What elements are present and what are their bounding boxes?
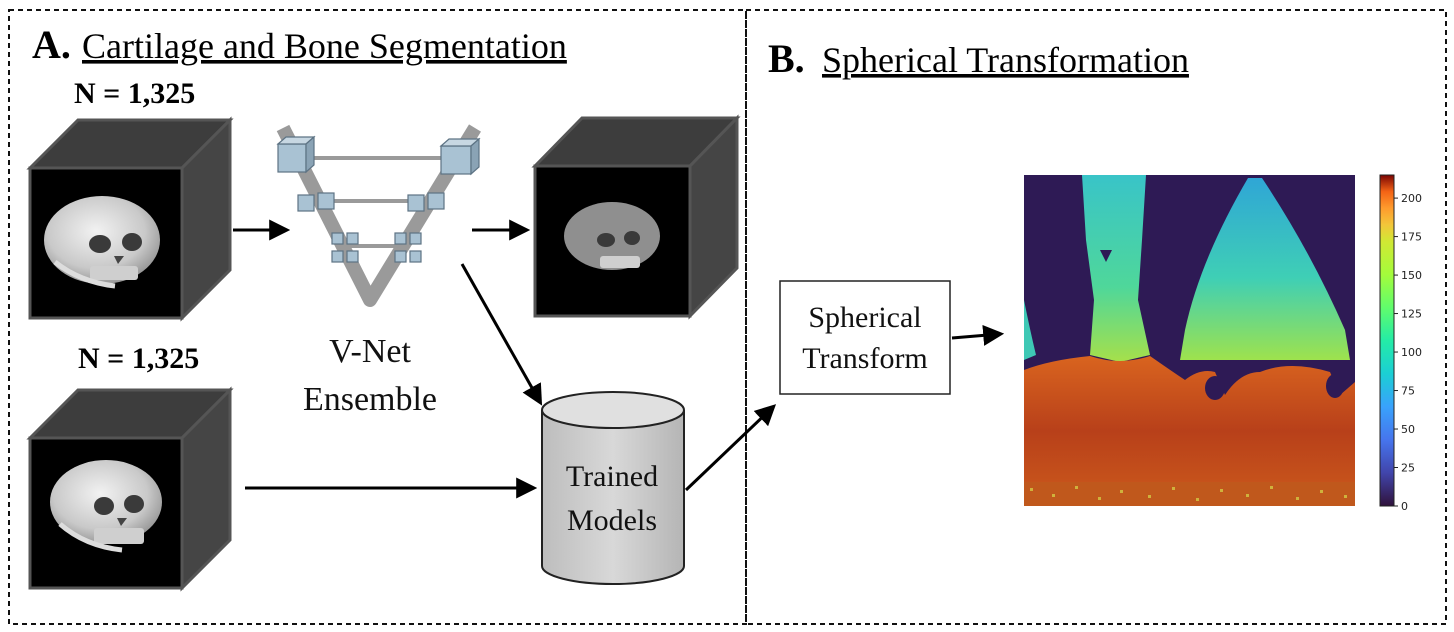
colorbar-ticks: 0 25 50 75 100 125 150 175 200 (1394, 192, 1422, 513)
spherical-transform-box (779, 280, 951, 395)
trained-models-label-line1: Trained (566, 460, 658, 493)
trained-models-label-line2: Models (567, 504, 657, 537)
input-volume-cube-top (26, 116, 234, 322)
vnet-label-line2: Ensemble (303, 381, 437, 418)
colorbar-tick-label: 200 (1401, 192, 1422, 205)
skull-render-icon (50, 460, 162, 553)
top-sample-count: N = 1,325 (74, 77, 195, 110)
panel-a-letter: A. (32, 22, 71, 67)
arrow-transform-to-map (951, 324, 1005, 346)
vnet-label-line1: V-Net (329, 333, 411, 370)
panel-a-frame (8, 9, 747, 625)
colorbar-tick-label: 0 (1401, 500, 1408, 513)
colorbar-tick-label: 150 (1401, 269, 1422, 282)
spherical-depth-heatmap (1024, 175, 1355, 506)
transform-label-line1: Spherical (808, 301, 921, 334)
colorbar-tick-label: 50 (1401, 423, 1415, 436)
vnet-architecture-icon (276, 124, 481, 307)
colorbar-tick-label: 25 (1401, 462, 1415, 475)
input-volume-cube-bottom (26, 386, 234, 592)
panel-b-letter: B. (768, 36, 805, 81)
segmented-skull-icon (564, 202, 660, 270)
colorbar-tick-label: 75 (1401, 385, 1415, 398)
segmentation-output-cube (531, 114, 741, 320)
bottom-sample-count: N = 1,325 (78, 342, 199, 375)
skull-render-icon (44, 196, 160, 289)
transform-label-line2: Transform (802, 342, 928, 375)
panel-a-title: Cartilage and Bone Segmentation (82, 26, 567, 66)
trained-models-database-icon (541, 391, 685, 585)
colorbar-tick-label: 175 (1401, 231, 1422, 244)
colorbar-tick-label: 125 (1401, 308, 1422, 321)
colorbar: 0 25 50 75 100 125 150 175 200 (1379, 174, 1422, 513)
arrow-vnet-to-models (460, 263, 543, 406)
colorbar-tick-label: 100 (1401, 346, 1422, 359)
panel-b-title: Spherical Transformation (822, 40, 1189, 80)
arrow-models-to-transform (684, 404, 777, 492)
